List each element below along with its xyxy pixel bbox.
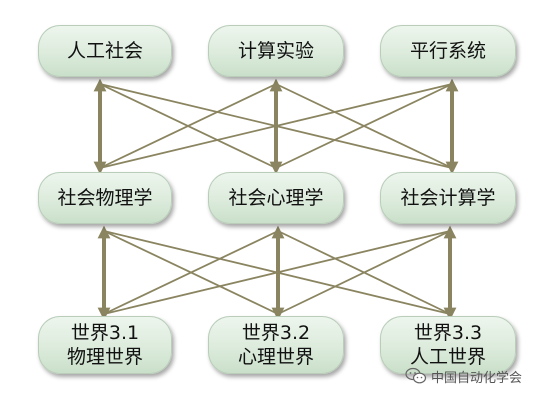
node-social-psychology: 社会心理学 xyxy=(208,172,344,224)
wechat-icon xyxy=(405,367,427,384)
node-label: 计算实验 xyxy=(237,40,314,62)
node-world-3-2: 世界3.2 心理世界 xyxy=(208,316,344,374)
node-line2: 人工世界 xyxy=(409,346,486,368)
connector-mid2-bot1 xyxy=(103,230,279,315)
node-social-computing: 社会计算学 xyxy=(380,172,516,224)
node-label: 社会物理学 xyxy=(57,187,153,209)
watermark: 中国自动化学会 xyxy=(405,364,522,388)
node-world-3-1: 世界3.1 物理世界 xyxy=(38,316,172,374)
node-label: 社会计算学 xyxy=(400,187,496,209)
node-line1: 世界3.1 xyxy=(70,322,140,344)
node-line2: 心理世界 xyxy=(237,346,314,368)
connector-mid3-bot1 xyxy=(103,230,451,315)
node-line1: 世界3.2 xyxy=(241,322,311,344)
connector-top3-mid1 xyxy=(99,83,453,169)
node-label: 平行系统 xyxy=(409,40,486,62)
connector-top2-mid1 xyxy=(99,83,277,169)
node-label: 社会心理学 xyxy=(228,187,324,209)
node-line1: 世界3.3 xyxy=(413,322,483,344)
node-computational-experiments: 计算实验 xyxy=(208,25,344,77)
node-social-physics: 社会物理学 xyxy=(38,172,172,224)
node-world-3-3: 世界3.3 人工世界 xyxy=(380,316,516,374)
connector-top3-mid2 xyxy=(275,83,453,169)
node-artificial-society: 人工社会 xyxy=(38,25,172,77)
watermark-text: 中国自动化学会 xyxy=(431,370,523,386)
node-line2: 物理世界 xyxy=(66,346,143,368)
node-label: 人工社会 xyxy=(66,40,143,62)
connector-mid3-bot2 xyxy=(277,230,451,315)
node-parallel-systems: 平行系统 xyxy=(380,25,516,77)
